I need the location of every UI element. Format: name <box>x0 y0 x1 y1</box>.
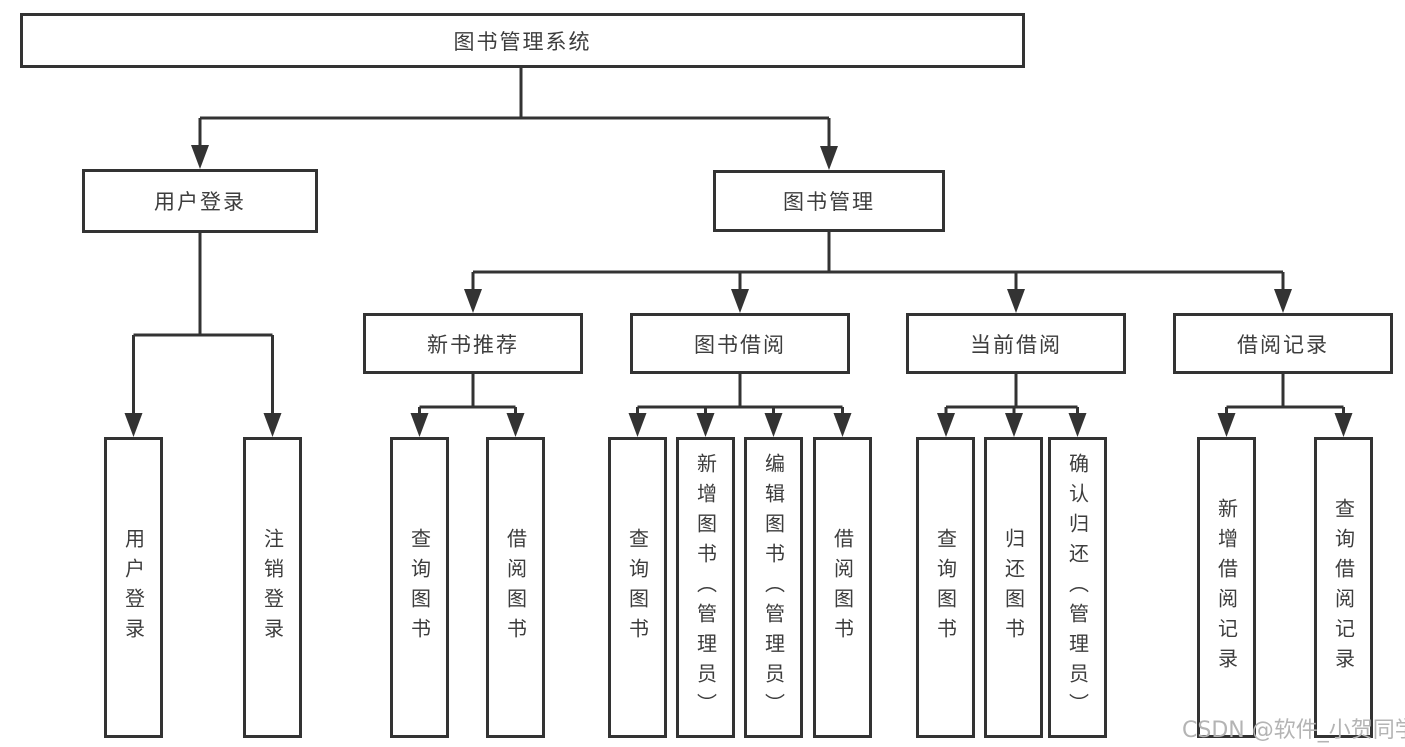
node-label: 新书推荐 <box>427 332 519 357</box>
node-borrowing-records: 借阅记录 <box>1173 313 1393 374</box>
node-book-management: 图书管理 <box>713 170 945 232</box>
leaf-label: 新增图书（管理员） <box>693 452 718 723</box>
node-book-borrowing: 图书借阅 <box>630 313 850 374</box>
leaf-borrow-books-2: 借阅图书 <box>813 437 872 738</box>
leaf-label: 查询图书 <box>407 527 432 648</box>
leaf-query-books-1: 查询图书 <box>390 437 449 738</box>
leaf-add-books-admin: 新增图书（管理员） <box>676 437 735 738</box>
leaf-label: 编辑图书（管理员） <box>761 452 786 723</box>
node-label: 借阅记录 <box>1237 332 1329 357</box>
node-label: 图书管理 <box>783 190 875 214</box>
leaf-label: 查询图书 <box>933 527 958 648</box>
leaf-borrow-books-1: 借阅图书 <box>486 437 545 738</box>
node-label: 图书管理系统 <box>453 29 592 54</box>
leaf-logout: 注销登录 <box>243 437 302 738</box>
leaf-label: 借阅图书 <box>830 527 855 648</box>
leaf-edit-books-admin: 编辑图书（管理员） <box>744 437 803 738</box>
leaf-label: 查询借阅记录 <box>1331 497 1356 678</box>
leaf-query-borrow-record: 查询借阅记录 <box>1314 437 1373 738</box>
leaf-label: 借阅图书 <box>503 527 528 648</box>
leaf-return-books: 归还图书 <box>984 437 1043 738</box>
csdn-watermark: CSDN @软件_小贺同学 <box>1182 718 1405 743</box>
leaf-label: 新增借阅记录 <box>1214 497 1239 678</box>
node-label: 用户登录 <box>154 190 246 214</box>
arrowheads <box>124 145 1353 437</box>
leaf-label: 确认归还（管理员） <box>1065 452 1090 723</box>
leaf-add-borrow-record: 新增借阅记录 <box>1197 437 1256 738</box>
leaf-label: 归还图书 <box>1001 527 1026 648</box>
leaf-label: 用户登录 <box>121 527 146 648</box>
leaf-label: 注销登录 <box>260 527 285 648</box>
node-library-management-system: 图书管理系统 <box>20 13 1025 68</box>
node-current-borrowing: 当前借阅 <box>906 313 1126 374</box>
leaf-user-login: 用户登录 <box>104 437 163 738</box>
leaf-query-books-3: 查询图书 <box>916 437 975 738</box>
node-user-login: 用户登录 <box>82 169 318 233</box>
leaf-confirm-return-admin: 确认归还（管理员） <box>1048 437 1107 738</box>
node-new-book-recommendation: 新书推荐 <box>363 313 583 374</box>
node-label: 图书借阅 <box>694 332 786 357</box>
leaf-query-books-2: 查询图书 <box>608 437 667 738</box>
leaf-label: 查询图书 <box>625 527 650 648</box>
node-label: 当前借阅 <box>970 332 1062 357</box>
